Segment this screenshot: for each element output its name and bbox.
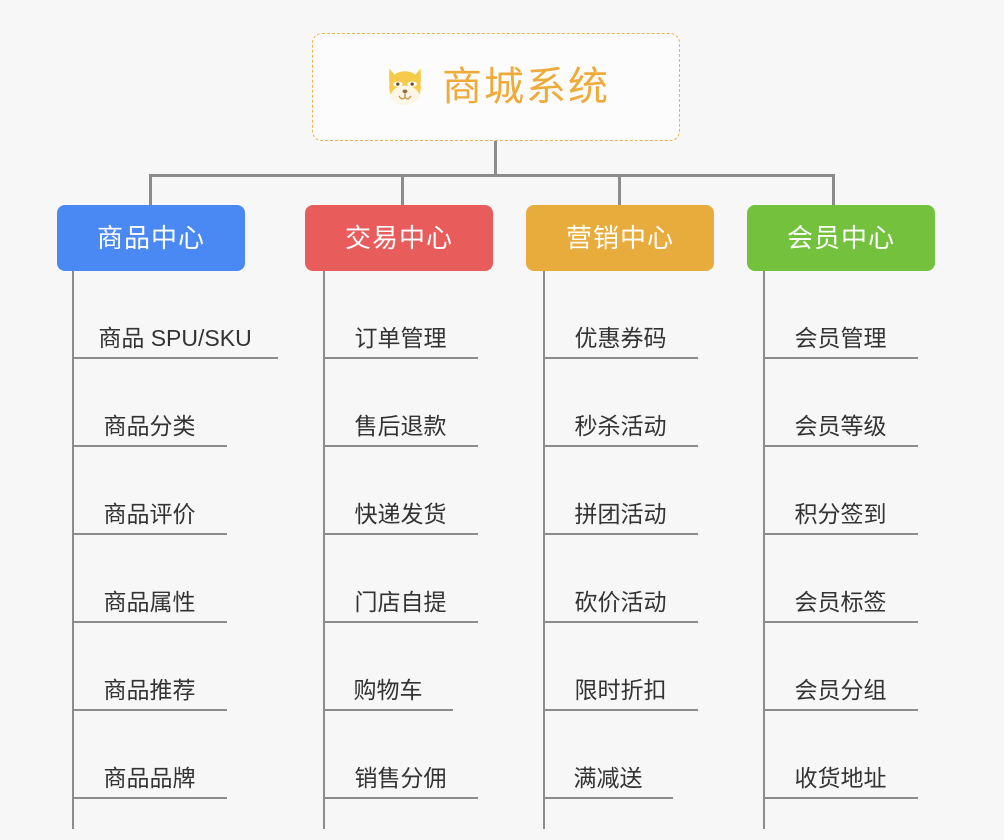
leaf-label: 拼团活动 [574,500,667,527]
leaf-item[interactable]: 收货地址 [763,711,918,799]
leaf-item[interactable]: 商品推荐 [72,623,227,711]
leaf-item[interactable]: 会员管理 [763,271,918,359]
leaf-spine-2 [323,271,325,829]
leaf-label: 积分签到 [794,500,887,527]
root-node[interactable]: 商城系统 [312,33,680,141]
leaf-label: 快递发货 [354,500,447,527]
leaf-item[interactable]: 商品评价 [72,447,227,535]
leaf-item[interactable]: 砍价活动 [543,535,698,623]
leaf-label: 购物车 [353,676,423,703]
leaf-label: 会员等级 [794,412,887,439]
connector-drop-4 [832,174,835,206]
leaf-label: 砍价活动 [574,588,667,615]
leaf-item[interactable]: 商品属性 [72,535,227,623]
connector-drop-1 [149,174,152,206]
leaf-item[interactable]: 会员分组 [763,623,918,711]
leaf-label: 商品推荐 [103,676,196,703]
leaf-label: 满减送 [573,764,643,791]
leaf-item[interactable]: 会员标签 [763,535,918,623]
leaf-label: 会员标签 [794,588,887,615]
shiba-inu-dog-face-icon [389,68,421,105]
leaf-spine-1 [72,271,74,829]
leaf-item[interactable]: 门店自提 [323,535,478,623]
leaf-label: 商品评价 [103,500,196,527]
leaf-item[interactable]: 秒杀活动 [543,359,698,447]
leaf-label: 收货地址 [794,764,887,791]
leaf-label: 销售分佣 [354,764,447,791]
leaf-item[interactable]: 销售分佣 [323,711,478,799]
leaf-label: 商品属性 [103,588,196,615]
category-node-4[interactable]: 会员中心 [747,205,935,271]
category-label-1: 商品中心 [96,223,205,253]
leaf-item[interactable]: 售后退款 [323,359,478,447]
category-label-4: 会员中心 [786,223,895,253]
leaf-item[interactable]: 拼团活动 [543,447,698,535]
leaf-label: 限时折扣 [574,676,667,703]
connector-drop-2 [401,174,404,206]
leaf-item[interactable]: 会员等级 [763,359,918,447]
leaf-item[interactable]: 限时折扣 [543,623,698,711]
leaf-label: 秒杀活动 [574,412,667,439]
leaf-item[interactable]: 快递发货 [323,447,478,535]
leaf-label: 优惠券码 [574,324,667,351]
leaf-label: 会员管理 [794,324,887,351]
leaf-item[interactable]: 商品品牌 [72,711,227,799]
category-node-3[interactable]: 营销中心 [526,205,714,271]
leaf-item[interactable]: 商品分类 [72,359,227,447]
leaf-label: 商品分类 [103,412,196,439]
leaf-label: 门店自提 [354,588,447,615]
leaf-label: 售后退款 [354,412,447,439]
leaf-label: 商品 SPU/SKU [98,324,252,351]
leaf-label: 订单管理 [354,324,447,351]
leaf-spine-3 [543,271,545,829]
leaf-item[interactable]: 积分签到 [763,447,918,535]
leaf-spine-4 [763,271,765,829]
leaf-item[interactable]: 优惠券码 [543,271,698,359]
connector-horizontal-bus [149,174,835,177]
category-node-1[interactable]: 商品中心 [57,205,245,271]
category-label-2: 交易中心 [344,223,453,253]
leaf-item[interactable]: 商品 SPU/SKU [72,271,278,359]
category-node-2[interactable]: 交易中心 [305,205,493,271]
connector-root-trunk [494,141,497,176]
leaf-label: 商品品牌 [103,764,196,791]
category-label-3: 营销中心 [565,223,674,253]
leaf-item[interactable]: 订单管理 [323,271,478,359]
leaf-item[interactable]: 满减送 [543,711,673,799]
root-title: 商城系统 [442,65,610,109]
leaf-item[interactable]: 购物车 [323,623,453,711]
connector-drop-3 [618,174,621,206]
leaf-label: 会员分组 [794,676,887,703]
